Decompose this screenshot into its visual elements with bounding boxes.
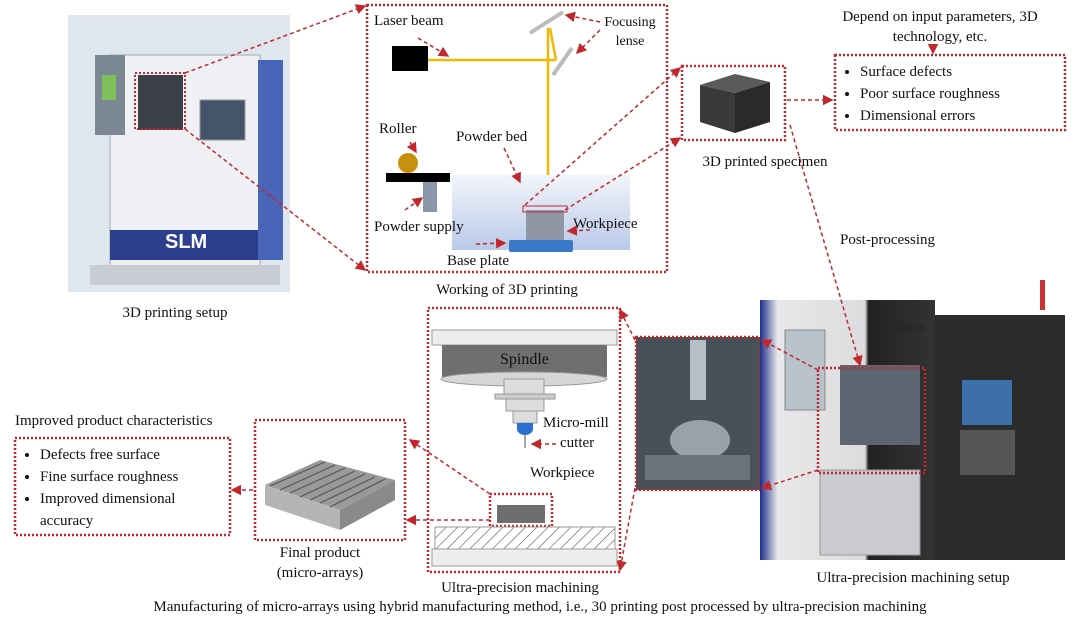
label-final-product: Final product [279, 545, 361, 561]
toshiba-logo: TOSHIBA MACHINE [870, 326, 925, 332]
label-powder-supply: Powder supply [374, 219, 464, 235]
label-spindle: Spindle [500, 351, 549, 368]
label-roller: Roller [379, 121, 417, 137]
label-focusing: Focusing [604, 15, 656, 30]
closeup-photo [634, 335, 762, 492]
label-improved-heading: Improved product characteristics [15, 413, 213, 429]
label-post-processing: Post-processing [840, 232, 935, 248]
label-depend-1: Depend on input parameters, 3D [842, 9, 1038, 25]
improvement-item: Defects free surface [40, 444, 220, 466]
label-base-plate: Base plate [447, 253, 510, 269]
upm-machine-photo: TOSHIBA MACHINE [760, 280, 1065, 560]
label-upm-setup: Ultra-precision machining setup [816, 570, 1010, 586]
defect-item: Dimensional errors [860, 105, 1000, 127]
label-specimen: 3D printed specimen [702, 154, 828, 170]
label-laser-beam: Laser beam [374, 13, 444, 29]
label-micro-mill: Micro-mill [543, 415, 609, 431]
defect-item: Poor surface roughness [860, 83, 1000, 105]
micro-array-product [265, 460, 395, 530]
slm-logo: SLM [165, 231, 207, 253]
label-cutter: cutter [560, 435, 595, 451]
label-working-3d: Working of 3D printing [436, 282, 578, 298]
defects-list: Surface defects Poor surface roughness D… [838, 61, 1000, 127]
defect-item: Surface defects [860, 61, 1000, 83]
improvement-item: Improved dimensional accuracy [40, 488, 220, 532]
label-workpiece-bottom: Workpiece [530, 465, 595, 481]
base-plate [509, 240, 573, 252]
label-powder-bed: Powder bed [456, 129, 528, 145]
laser-source [392, 46, 428, 71]
specimen-photo [680, 64, 787, 142]
label-lense: lense [615, 34, 645, 49]
improvement-item: Fine surface roughness [40, 466, 220, 488]
label-3d-printing-setup: 3D printing setup [122, 305, 228, 321]
label-workpiece-top: Workpiece [573, 216, 638, 232]
label-micro-arrays: (micro-arrays) [276, 565, 364, 581]
label-depend-2: technology, etc. [892, 29, 988, 45]
figure-caption: Manufacturing of micro-arrays using hybr… [153, 599, 927, 615]
improvements-list: Defects free surface Fine surface roughn… [18, 444, 220, 532]
slm-machine-photo: SLM [68, 15, 290, 292]
label-upm: Ultra-precision machining [441, 580, 599, 596]
